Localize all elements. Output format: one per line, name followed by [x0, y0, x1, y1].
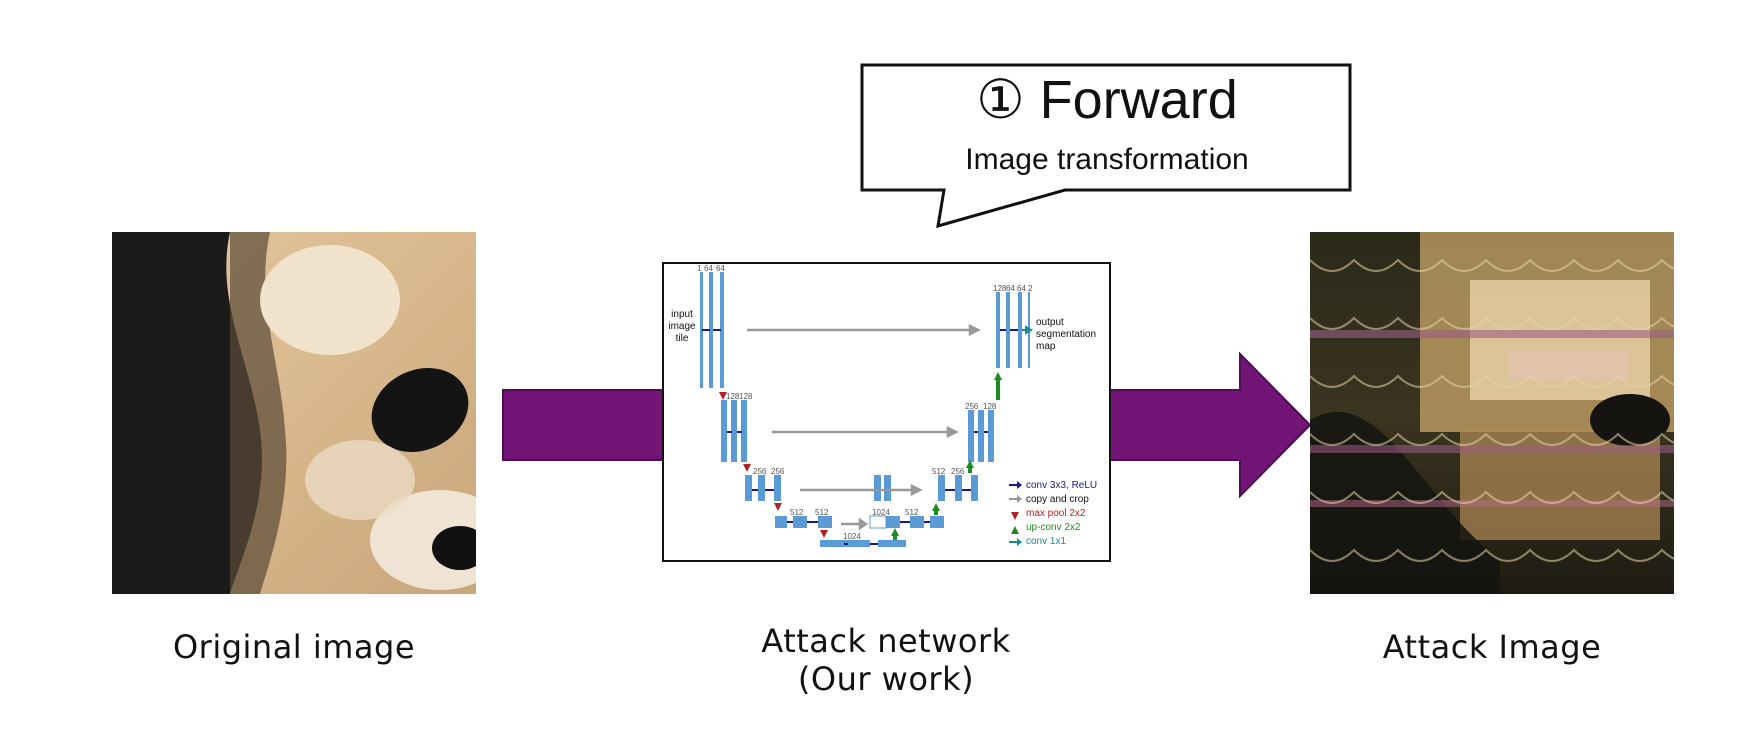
unet-panel — [662, 262, 1111, 562]
channel-label: 128 — [739, 392, 753, 401]
channel-label: 1 — [697, 264, 702, 273]
caption-attack: Attack Image — [1310, 628, 1674, 666]
callout-subtitle: Image transformation — [965, 143, 1249, 176]
channel-label: 256 — [771, 467, 785, 476]
unet-output-label-line: segmentation — [1036, 329, 1097, 340]
channel-label: 128 — [993, 284, 1007, 293]
channel-label: 64 — [1017, 284, 1026, 293]
channel-label: 1024 — [843, 532, 861, 541]
legend-conv: conv 3x3, ReLU — [1026, 480, 1098, 491]
channel-label: 256 — [753, 467, 767, 476]
channel-label: 512 — [815, 508, 829, 517]
original-image — [112, 232, 476, 594]
callout-title: ① Forward — [976, 70, 1238, 130]
unet-output-label: output segmentation map — [1036, 317, 1096, 353]
channel-label: 512 — [790, 508, 804, 517]
caption-network-line1: Attack network — [761, 622, 1011, 660]
arrow-bar-left — [502, 389, 664, 461]
legend-max-pool: max pool 2x2 — [1026, 508, 1086, 519]
unet-output-label-line: map — [1036, 341, 1056, 352]
unet-input-label: input image tile — [660, 309, 704, 345]
channel-label: 1024 — [872, 508, 890, 517]
caption-original: Original image — [112, 628, 476, 666]
unet-input-label-line: image — [668, 321, 696, 332]
legend-up-conv: up-conv 2x2 — [1026, 522, 1081, 533]
unet-legend: conv 3x3, ReLU copy and crop max pool 2x… — [1026, 479, 1097, 549]
channel-label: 128 — [983, 402, 997, 411]
caption-network-line2: (Our work) — [797, 660, 975, 698]
caption-original-text: Original image — [172, 628, 416, 666]
channel-label: 256 — [965, 402, 979, 411]
channel-label: 2 — [1028, 284, 1033, 293]
channel-label: 512 — [905, 508, 919, 517]
unet-input-label-line: input — [671, 309, 693, 320]
unet-output-label-line: output — [1036, 317, 1064, 328]
channel-label: 512 — [932, 467, 946, 476]
callout-bubble — [860, 63, 1352, 229]
legend-copy-crop: copy and crop — [1026, 494, 1089, 505]
caption-network: Attack network (Our work) — [686, 622, 1086, 698]
channel-label: 256 — [951, 467, 965, 476]
unet-input-label-line: tile — [675, 333, 689, 344]
channel-label: 64 — [1006, 284, 1015, 293]
channel-label: 128 — [726, 392, 740, 401]
channel-label: 64 — [716, 264, 725, 273]
attack-image — [1310, 232, 1674, 594]
channel-label: 64 — [704, 264, 713, 273]
caption-attack-text: Attack Image — [1382, 628, 1602, 666]
legend-conv-1x1: conv 1x1 — [1026, 536, 1067, 547]
arrow-right — [1109, 351, 1312, 499]
